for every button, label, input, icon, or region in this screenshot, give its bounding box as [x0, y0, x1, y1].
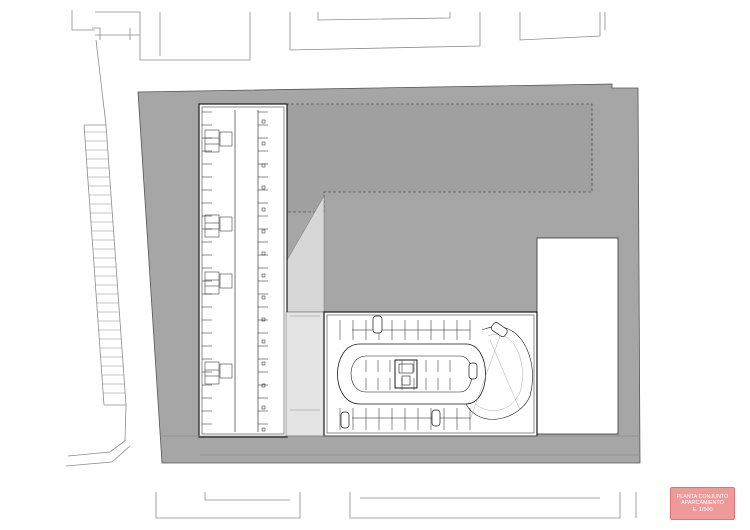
- car-symbols: [340, 315, 508, 429]
- neighbour-outlines-top: [71, 10, 606, 61]
- title-block-line-2: APARCAMIENTO: [681, 500, 724, 507]
- parking-wing-left: [198, 103, 288, 438]
- title-block-line-3: E. 1/500: [692, 506, 713, 513]
- sidewalk-strip: [65, 39, 131, 467]
- parking-level-stalls: [339, 320, 471, 430]
- title-block-stamp: PLANTA CONJUNTO APARCAMIENTO E. 1/500: [670, 487, 735, 520]
- parking-wing-left-stalls: [202, 111, 268, 432]
- ramp-zone: [285, 311, 325, 437]
- lower-outlines: [155, 435, 640, 519]
- title-block-line-1: PLANTA CONJUNTO: [676, 493, 729, 500]
- sidewalk-hatching: [84, 131, 126, 394]
